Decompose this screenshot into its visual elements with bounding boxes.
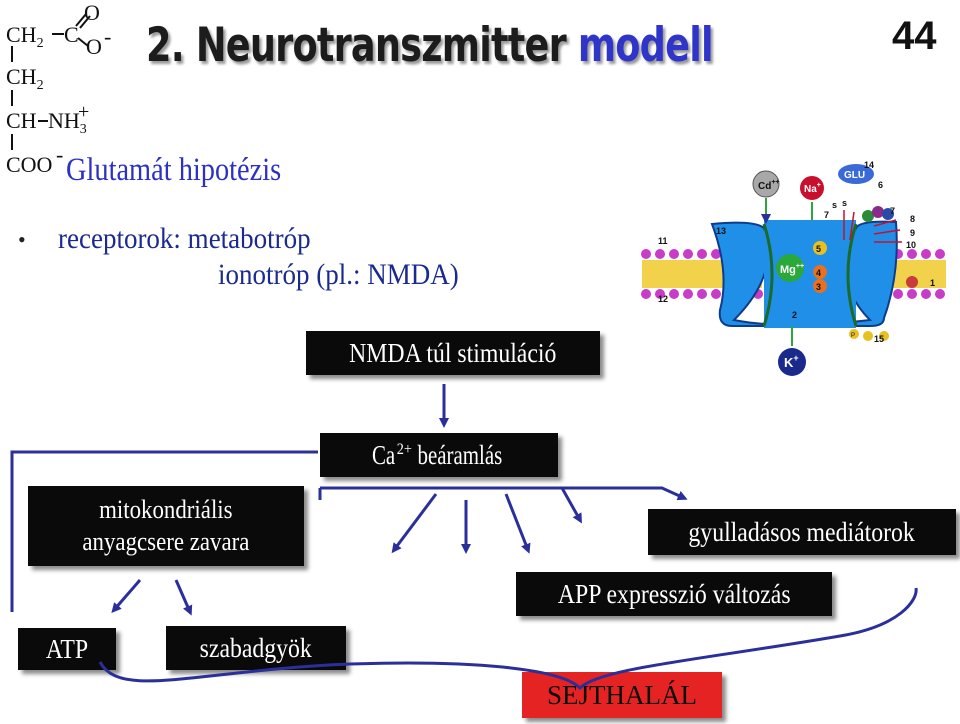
svg-text:1: 1: [930, 278, 935, 288]
free-radicals-box: szabadgyök: [166, 626, 346, 670]
app-expression-box: APP expresszió változás: [516, 572, 832, 616]
svg-text:13: 13: [716, 226, 726, 236]
nmda-receptor-figure: Mg++ Cd++ Na+ GLU K+: [634, 150, 960, 390]
svg-text:6: 6: [878, 180, 883, 190]
arrow-ca-branch-1: [391, 493, 438, 554]
free-radicals-label: szabadgyök: [199, 632, 313, 663]
receptor-line-1: receptorok: metabotróp: [58, 222, 311, 255]
nmda-overstimulation-box: NMDA túl stimuláció: [306, 331, 600, 375]
mg-ion-label: Mg++: [780, 263, 804, 276]
svg-text:10: 10: [906, 240, 916, 250]
svg-text:11: 11: [658, 236, 668, 246]
formula-ch2-mid: CH2: [6, 64, 44, 93]
glu-icon: [838, 164, 874, 184]
svg-text:5: 5: [816, 244, 821, 254]
glutamate-structure-drawing: CH2 C O O - CH2 CH NH3 + COO -: [6, 0, 111, 177]
bond: [75, 13, 87, 27]
na-ion-icon: [800, 176, 824, 200]
svg-text:4: 4: [816, 268, 821, 278]
phosphate-sites: [849, 329, 889, 341]
svg-text:s: s: [842, 198, 847, 208]
slide-title-main: 2. Neurotranszmitter: [146, 18, 578, 73]
pore-wall-left: [762, 223, 774, 327]
arrow-ca-branch-4: [560, 487, 582, 524]
formula-ch: CH: [6, 108, 37, 133]
feedback-line-atp-to-ca: [10, 450, 318, 612]
phosphate-label: P: [851, 333, 855, 339]
bond: [77, 37, 89, 47]
formula-nh3: NH3: [48, 108, 87, 137]
glutamate-formula: CH2 C O O - CH2 CH NH3 + COO -: [4, 0, 134, 180]
inflammatory-mediators-label: gyulladásos mediátorok: [688, 516, 916, 547]
cd-ion-icon: [752, 170, 780, 198]
arrow-mito-to-radicals: [174, 579, 193, 616]
svg-text:3: 3: [816, 282, 821, 292]
svg-text:s: s: [832, 200, 837, 210]
mitochondrial-dysfunction-box: mitokondriális anyagcsere zavara: [28, 486, 304, 566]
slide-title-accent: modell: [577, 18, 714, 73]
formula-coo: COO: [6, 152, 52, 177]
slide-title: 2. Neurotranszmitter modell: [146, 18, 714, 98]
formula-minus: -: [104, 24, 111, 49]
mitochondrial-line-2: anyagcsere zavara: [82, 527, 250, 556]
cd-ion-label: Cd++: [758, 179, 780, 192]
inflammatory-mediators-box: gyulladásos mediátorok: [648, 509, 956, 555]
receptor-line-2: ionotróp (pl.: NMDA): [218, 258, 459, 291]
binding-sites: [813, 206, 918, 293]
app-expression-label: APP expresszió változás: [557, 578, 791, 609]
k-ion-label: K+: [784, 353, 799, 370]
svg-text:8: 8: [910, 214, 915, 224]
bullet-dot: •: [18, 227, 26, 252]
formula-plus: +: [78, 101, 89, 123]
formula-o-side: O: [86, 34, 102, 59]
bond: [79, 15, 91, 29]
svg-text:9: 9: [910, 228, 915, 238]
mitochondrial-line-1: mitokondriális: [99, 495, 233, 524]
site-numbers: 1 2 3 4 5 6 7 7 8 9 10 11 12 13 14 15 s …: [658, 160, 935, 344]
formula-coo-minus: -: [56, 142, 63, 167]
svg-text:2: 2: [792, 310, 797, 320]
arrow-ca-branch-3: [504, 493, 531, 554]
atp-label: ATP: [45, 633, 89, 664]
page-number: 44: [892, 14, 937, 58]
calcium-influx-label: Ca2+ beáramlás: [371, 439, 503, 470]
cell-death-label: SEJTHALÁL: [547, 679, 697, 710]
calcium-influx-box: Ca2+ beáramlás: [320, 433, 558, 477]
cell-death-box: SEJTHALÁL: [522, 672, 722, 718]
formula-c: C: [64, 22, 79, 47]
glu-label: GLU: [844, 170, 865, 181]
na-ion-label: Na+: [804, 182, 821, 195]
pore-wall-right: [846, 223, 858, 327]
svg-text:7: 7: [890, 206, 895, 216]
svg-text:14: 14: [864, 160, 874, 170]
site-lines: [843, 210, 902, 243]
svg-text:15: 15: [874, 334, 884, 344]
svg-text:12: 12: [658, 294, 668, 304]
nmda-receptor-illustration: Mg++ Cd++ Na+ GLU K+: [641, 160, 946, 376]
formula-ch2-top: CH2: [6, 22, 44, 51]
k-ion-icon: [778, 348, 806, 376]
brace-to-cell-death: [98, 587, 918, 691]
svg-text:7: 7: [824, 210, 829, 220]
section-subtitle: Glutamát hipotézis: [66, 152, 282, 188]
nmda-overstimulation-label: NMDA túl stimuláció: [349, 337, 557, 368]
mg-ion-icon: [776, 254, 804, 282]
arrow-ca-to-inflammatory: [320, 486, 688, 501]
arrow-mito-to-atp: [111, 579, 142, 614]
